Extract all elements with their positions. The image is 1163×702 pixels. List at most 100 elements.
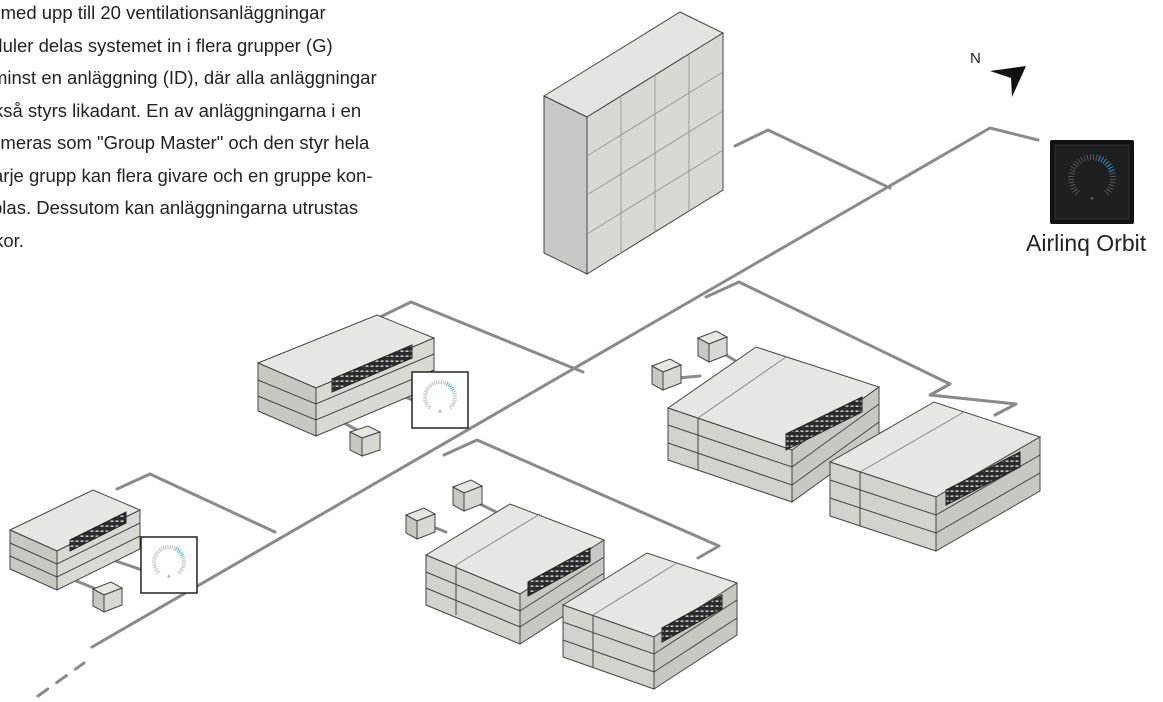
dial-tick [452, 401, 457, 404]
main-bus-cable [90, 126, 1040, 649]
dial-tick [431, 381, 435, 386]
dial-tick [1077, 158, 1082, 164]
dial-tick [160, 546, 164, 551]
dial-tick [427, 405, 432, 410]
dial-tick [433, 380, 436, 385]
dial-tick [1106, 163, 1112, 168]
dial-tick [176, 548, 180, 552]
dial-tick [1083, 155, 1087, 162]
dial-tick [1080, 156, 1084, 163]
north-arrow-icon [990, 66, 1026, 97]
dial-center-mark [438, 410, 442, 413]
air-grille [527, 547, 591, 597]
dial-tick [180, 553, 185, 557]
dial-tick [181, 566, 186, 569]
intro-line: plas. Dessutom kan anläggningarna utrust… [0, 197, 359, 218]
branch-cable-middle [442, 438, 721, 560]
air-grille [661, 594, 723, 643]
dial-tick [1074, 160, 1080, 166]
dial-tick [442, 380, 445, 385]
wall-panel-side [543, 95, 588, 275]
dial-tick [450, 404, 454, 408]
dial-tick [1104, 160, 1110, 166]
dial-tick [1072, 188, 1078, 193]
dial-tick [424, 388, 429, 392]
dial-tick [1074, 190, 1080, 196]
dial-tick [155, 551, 159, 555]
dial-tick [452, 392, 457, 395]
dial-tick [447, 383, 451, 387]
ventilation-unit-right-2 [828, 401, 1042, 552]
dial-tick [1095, 154, 1098, 161]
dial-tick [158, 548, 162, 552]
dial-tick [181, 555, 186, 558]
dial-tick [452, 390, 457, 393]
air-grille [785, 396, 863, 451]
dial-tick [152, 557, 157, 560]
dial-tick [426, 386, 430, 390]
dial-tick [1102, 158, 1107, 164]
dial-tick [1108, 169, 1115, 173]
dial-tick [180, 567, 185, 571]
dial-tick [423, 401, 428, 404]
dial-tick [1100, 156, 1104, 163]
dial-tick [451, 402, 456, 406]
sensor-box-icon [451, 479, 484, 512]
dial-tick [1104, 190, 1110, 196]
dial-tick [1108, 183, 1115, 187]
sensors [91, 330, 729, 613]
dial-tick [162, 545, 165, 550]
dial-center-mark [1090, 197, 1094, 200]
dial-tick [1070, 166, 1077, 170]
dial-tick [164, 545, 167, 550]
dial-tick [1109, 172, 1116, 175]
controller-dial [152, 545, 186, 578]
dial-tick [177, 549, 182, 554]
dial-tick [423, 390, 428, 393]
ventilation-unit-left [256, 314, 436, 437]
dial-tick [423, 399, 428, 402]
dial-tick [1109, 181, 1116, 184]
wall-controller-icon [411, 371, 469, 429]
ventilation-unit-middle-1 [424, 503, 606, 645]
wall-panel [542, 11, 725, 275]
intro-text: IS med upp till 20 ventilationsanläggnin… [0, 0, 470, 257]
dial-tick [444, 380, 447, 385]
ventilation-unit-right-1 [666, 346, 881, 503]
dial-tick [152, 566, 157, 569]
branch-cable-left [376, 300, 585, 374]
dial-tick [1069, 183, 1076, 187]
dial-tick [1070, 186, 1077, 190]
dial-tick [179, 569, 183, 573]
dial-tick [1068, 181, 1075, 184]
dial-tick [427, 384, 432, 389]
wall-panel-seams [586, 54, 724, 253]
dial-tick [156, 549, 161, 554]
dial-tick [177, 570, 182, 575]
intro-line: IS med upp till 20 ventilationsanläggnin… [0, 2, 326, 23]
intro-line: mmeras som "Group Master" och den styr h… [0, 132, 370, 153]
dial-tick [179, 551, 183, 555]
north-label: N [970, 50, 981, 67]
sensor-box-icon [696, 330, 729, 363]
dial-tick [153, 567, 158, 571]
dial-tick [1068, 172, 1075, 175]
ventilation-unit-lower-left [8, 489, 142, 591]
bus-cable-dashed [36, 661, 86, 698]
wall-controller-icon [140, 536, 198, 594]
air-grille [331, 344, 413, 393]
branch-cable-top-wall [733, 128, 892, 190]
dial-tick [1086, 154, 1089, 161]
dial-tick [1107, 186, 1114, 190]
dial-tick [174, 546, 178, 551]
dial-tick [1069, 169, 1076, 173]
orbit-dial [1068, 154, 1116, 200]
controller-cable [111, 558, 144, 572]
dial-tick [1072, 163, 1078, 168]
dial-tick [451, 388, 456, 392]
sensor-box-icon [404, 507, 437, 540]
branch-cable-lower-left [115, 472, 277, 534]
controller-dial [423, 380, 457, 413]
sensor-box-icon [650, 358, 683, 391]
